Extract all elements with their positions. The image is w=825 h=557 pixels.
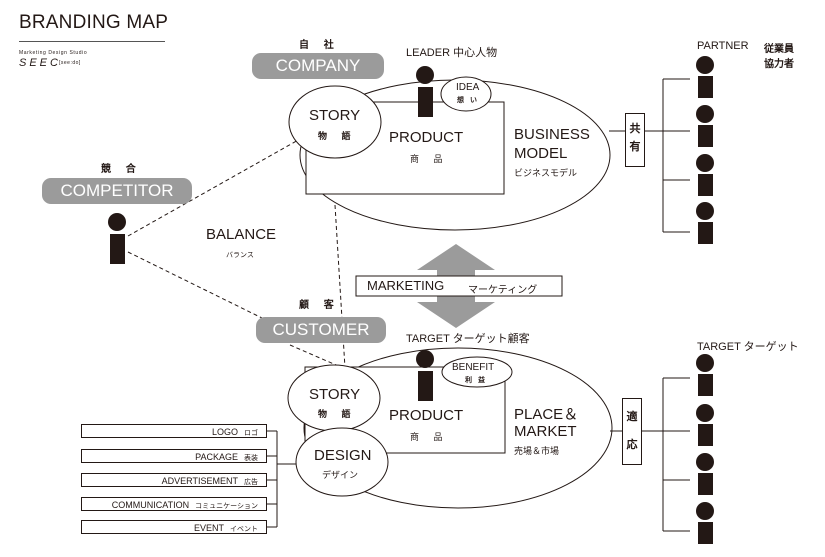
competitor-person-icon — [108, 213, 126, 264]
target-person-icon — [696, 453, 714, 495]
leader-label: LEADER 中心人物 — [406, 47, 498, 59]
design-item-jp: 広告 — [244, 479, 258, 486]
title-divider — [19, 41, 165, 42]
partner-person-icon — [696, 56, 714, 98]
customer-pill: CUSTOMER — [256, 317, 386, 343]
customer-story-connector — [289, 344, 344, 369]
design-item: PACKAGE 表装 — [81, 449, 267, 463]
design-item: LOGO ロゴ — [81, 424, 267, 438]
design-label-jp: デザイン — [322, 470, 359, 480]
share-char-1: 共 — [629, 123, 641, 135]
design-item-jp: ロゴ — [244, 430, 258, 437]
partner-person-icon — [696, 154, 714, 196]
place-label-jp: 売場＆市場 — [514, 446, 560, 456]
business-model-label-1: BUSINESS — [514, 126, 590, 143]
target-leader-label: TARGET ターゲット顧客 — [406, 333, 530, 345]
studio-label: Marketing Design Studio — [19, 50, 88, 56]
company-story-label: STORY — [309, 107, 361, 124]
place-label-2: MARKET — [514, 423, 577, 440]
target-person-icon — [696, 404, 714, 446]
page-title: BRANDING MAP — [19, 12, 169, 33]
design-item-jp: コミュニケーション — [195, 503, 258, 510]
competitor-label-jp: 競 合 — [101, 164, 142, 175]
target-person-icon — [696, 502, 714, 544]
balance-label: BALANCE — [206, 226, 277, 243]
design-item: EVENT イベント — [81, 520, 267, 534]
benefit-label: BENEFIT — [452, 362, 495, 373]
customer-label-jp: 顧 客 — [299, 300, 340, 311]
target-group-label: TARGET ターゲット — [697, 341, 799, 353]
business-model-label-2: MODEL — [514, 145, 568, 162]
company-pill: COMPANY — [252, 53, 384, 79]
design-item-en: ADVERTISEMENT — [161, 476, 238, 486]
company-label-jp: 自 社 — [299, 40, 340, 51]
competitor-customer-connector — [127, 251, 263, 319]
marketing-label-jp: マーケティング — [468, 285, 538, 296]
partner-label: PARTNER — [697, 40, 749, 52]
idea-label-jp: 想 い — [457, 97, 479, 104]
design-label: DESIGN — [314, 447, 372, 464]
competitor-pill: COMPETITOR — [42, 178, 192, 204]
customer-story-label-jp: 物 語 — [318, 409, 357, 419]
partner-person-icon — [696, 105, 714, 147]
design-item-en: EVENT — [193, 523, 224, 533]
partner-label-jp-2: 協力者 — [764, 59, 794, 70]
benefit-ellipse — [441, 356, 513, 388]
company-product-label: PRODUCT — [389, 129, 464, 146]
share-char-2: 有 — [629, 141, 641, 153]
customer-product-label: PRODUCT — [389, 407, 464, 424]
fit-char-1: 適 — [626, 411, 638, 423]
target-person-icon — [696, 354, 714, 396]
share-box: 共 有 — [625, 113, 645, 167]
customer-product-label-jp: 商 品 — [410, 432, 449, 442]
fit-char-2: 応 — [626, 439, 638, 451]
business-model-label-jp: ビジネスモデル — [514, 168, 578, 178]
design-item-en: PACKAGE — [195, 452, 238, 462]
design-item-jp: 表装 — [244, 455, 258, 462]
design-ellipse — [295, 427, 389, 497]
benefit-label-jp: 利 益 — [465, 377, 487, 384]
design-item-jp: イベント — [230, 526, 258, 533]
leader-person-icon — [416, 66, 434, 117]
people-figures — [108, 56, 714, 544]
company-story-label-jp: 物 語 — [318, 131, 357, 141]
idea-label: IDEA — [456, 82, 480, 93]
brand-logo: SEEC — [19, 57, 61, 69]
marketing-box — [355, 275, 563, 297]
company-customer-connector — [334, 204, 346, 369]
design-item: ADVERTISEMENT 広告 — [81, 473, 267, 487]
design-item-en: COMMUNICATION — [111, 500, 190, 510]
balance-label-jp: バランス — [226, 252, 254, 259]
partner-person-icon — [696, 202, 714, 244]
place-label-1: PLACE＆ — [514, 406, 579, 423]
target-leader-person-icon — [416, 350, 434, 401]
competitor-company-connector — [127, 138, 301, 237]
idea-ellipse — [440, 76, 492, 112]
fit-box: 適 応 — [622, 398, 642, 465]
company-story-ellipse — [288, 85, 382, 159]
design-item-en: LOGO — [211, 427, 238, 437]
customer-story-label: STORY — [309, 386, 361, 403]
partner-label-jp-1: 従業員 — [764, 44, 794, 55]
marketing-label: MARKETING — [367, 278, 445, 293]
company-product-label-jp: 商 品 — [410, 154, 449, 164]
brand-logo-reading: [see:do] — [59, 60, 81, 66]
design-item: COMMUNICATION コミュニケーション — [81, 497, 267, 511]
